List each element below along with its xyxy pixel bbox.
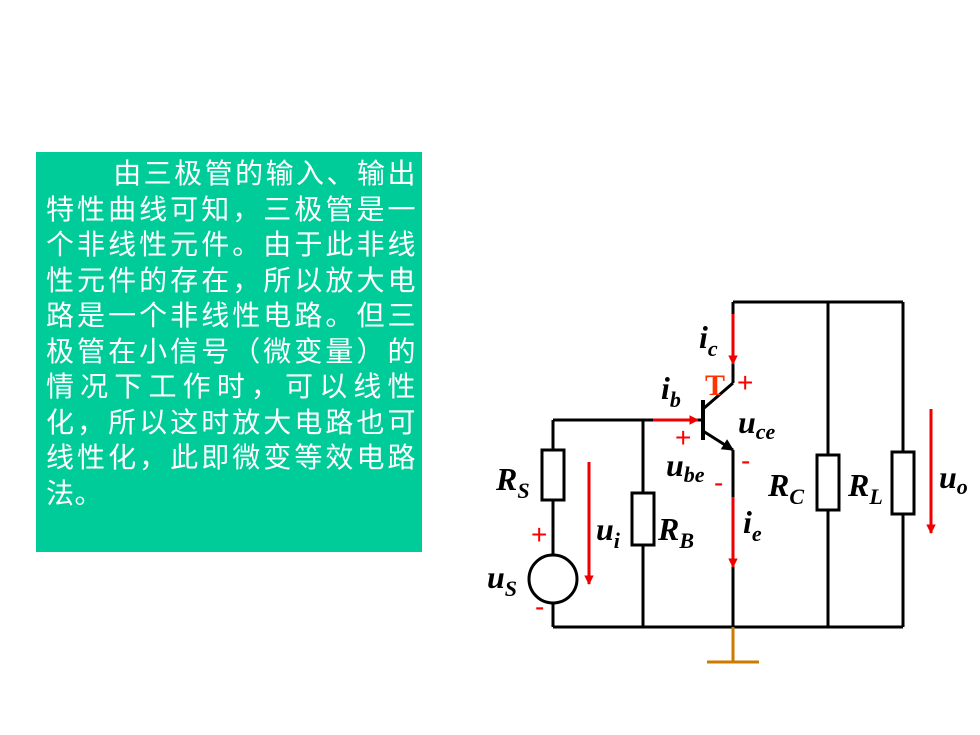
- label-rl: RL: [847, 467, 883, 509]
- label-rc: RC: [767, 467, 804, 509]
- label-ube: ube: [666, 447, 705, 487]
- description-text: 由三极管的输入、输出特性曲线可知，三极管是一个非线性元件。由于此非线性元件的存在…: [36, 152, 422, 552]
- label-ic: ic: [699, 319, 718, 361]
- voltage-source-us: [527, 553, 579, 605]
- label-uo: uo: [939, 459, 968, 499]
- resistor-rc: [815, 453, 841, 512]
- label-transistor: T: [705, 369, 725, 402]
- label-ie: ie: [743, 504, 762, 546]
- label-uce: uce: [738, 404, 776, 444]
- plus-us: +: [531, 519, 547, 550]
- label-ui: ui: [596, 511, 621, 553]
- resistor-rb: [630, 491, 656, 547]
- transistor-collector: [702, 381, 734, 411]
- label-rb: RB: [657, 511, 694, 553]
- plus-uce: +: [737, 367, 753, 398]
- minus-us: -: [535, 591, 544, 622]
- resistor-rs: [540, 448, 566, 502]
- minus-uce: -: [741, 445, 750, 476]
- plus-ube: +: [675, 422, 691, 453]
- label-rs: RS: [495, 461, 530, 503]
- resistor-rl: [890, 450, 916, 516]
- label-ib: ib: [661, 370, 681, 412]
- minus-ube: -: [714, 467, 723, 498]
- transistor-emitter: [702, 429, 735, 452]
- label-us: uS: [487, 559, 517, 601]
